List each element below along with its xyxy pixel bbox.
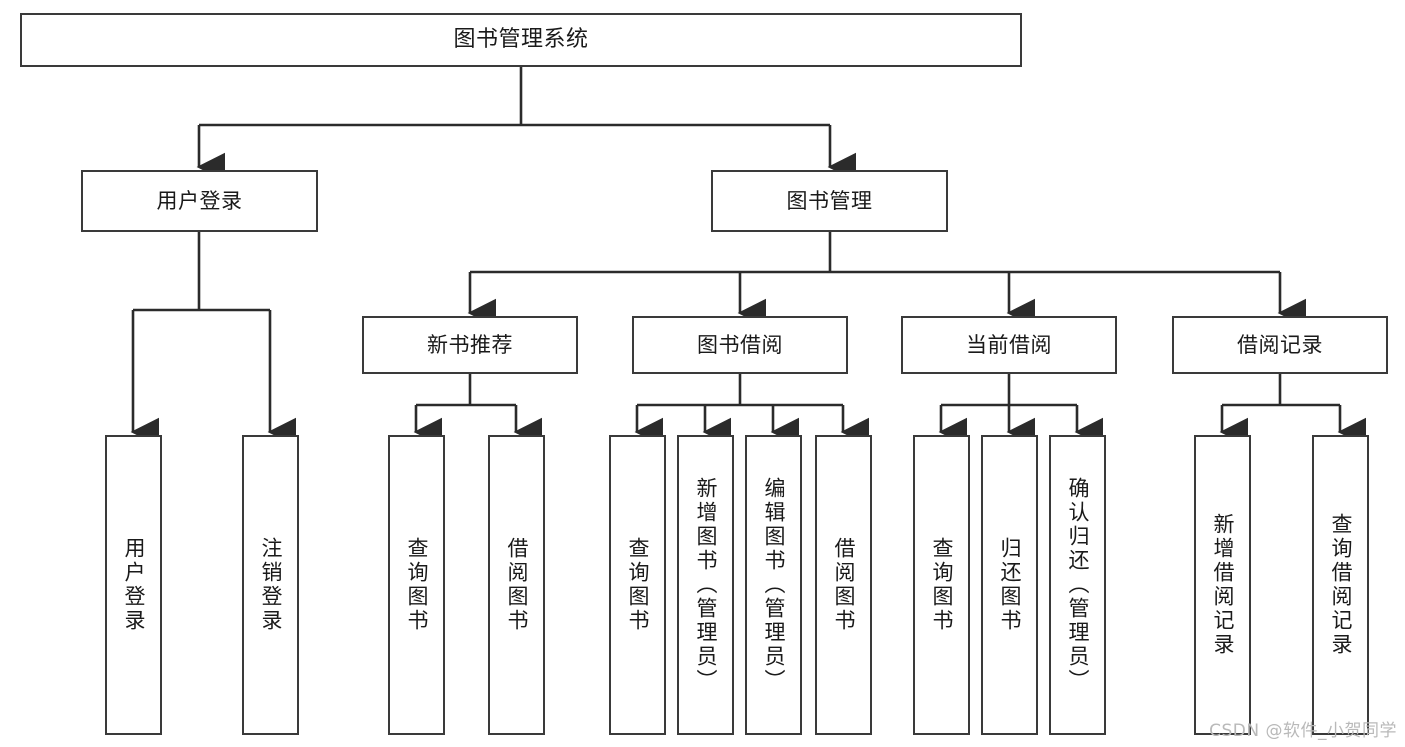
node-label: 当前借阅	[966, 332, 1052, 357]
node-label: 注销登录	[259, 537, 283, 633]
node-current-borrow[interactable]: 当前借阅	[901, 316, 1117, 374]
node-book-management[interactable]: 图书管理	[711, 170, 948, 232]
leaf-borrow-record-add-record[interactable]: 新增借阅记录	[1194, 435, 1251, 735]
node-label: 图书管理系统	[453, 27, 589, 53]
node-book-borrow[interactable]: 图书借阅	[632, 316, 848, 374]
leaf-current-borrow-query-book[interactable]: 查询图书	[913, 435, 970, 735]
leaf-current-borrow-return-book[interactable]: 归还图书	[981, 435, 1038, 735]
leaf-book-borrow-edit-book-admin[interactable]: 编辑图书（管理员）	[745, 435, 802, 735]
node-label: 编辑图书（管理员）	[762, 477, 786, 693]
node-new-book-recommend[interactable]: 新书推荐	[362, 316, 578, 374]
node-label: 新增图书（管理员）	[694, 477, 718, 693]
node-label: 图书管理	[786, 188, 873, 213]
node-borrow-record[interactable]: 借阅记录	[1172, 316, 1388, 374]
node-label: 借阅记录	[1237, 332, 1323, 357]
node-user-login[interactable]: 用户登录	[81, 170, 318, 232]
leaf-book-borrow-borrow-book[interactable]: 借阅图书	[815, 435, 872, 735]
leaf-new-book-query-book[interactable]: 查询图书	[388, 435, 445, 735]
node-label: 归还图书	[998, 537, 1022, 633]
node-root-book-management-system[interactable]: 图书管理系统	[20, 13, 1022, 67]
node-label: 查询图书	[626, 537, 650, 633]
node-label: 借阅图书	[505, 537, 529, 633]
node-label: 确认归还（管理员）	[1066, 477, 1090, 693]
leaf-user-login-login[interactable]: 用户登录	[105, 435, 162, 735]
csdn-watermark: CSDN @软件_小贺同学	[1209, 721, 1397, 741]
leaf-book-borrow-add-book-admin[interactable]: 新增图书（管理员）	[677, 435, 734, 735]
leaf-new-book-borrow-book[interactable]: 借阅图书	[488, 435, 545, 735]
leaf-borrow-record-query-record[interactable]: 查询借阅记录	[1312, 435, 1369, 735]
leaf-current-borrow-confirm-return-admin[interactable]: 确认归还（管理员）	[1049, 435, 1106, 735]
node-label: 用户登录	[122, 537, 146, 633]
node-label: 新书推荐	[427, 332, 513, 357]
node-label: 查询图书	[405, 537, 429, 633]
node-label: 借阅图书	[832, 537, 856, 633]
node-label: 图书借阅	[697, 332, 783, 357]
leaf-book-borrow-query-book[interactable]: 查询图书	[609, 435, 666, 735]
node-label: 新增借阅记录	[1211, 513, 1235, 657]
node-label: 查询借阅记录	[1329, 513, 1353, 657]
leaf-user-login-logout[interactable]: 注销登录	[242, 435, 299, 735]
node-label: 查询图书	[930, 537, 954, 633]
node-label: 用户登录	[156, 188, 243, 213]
